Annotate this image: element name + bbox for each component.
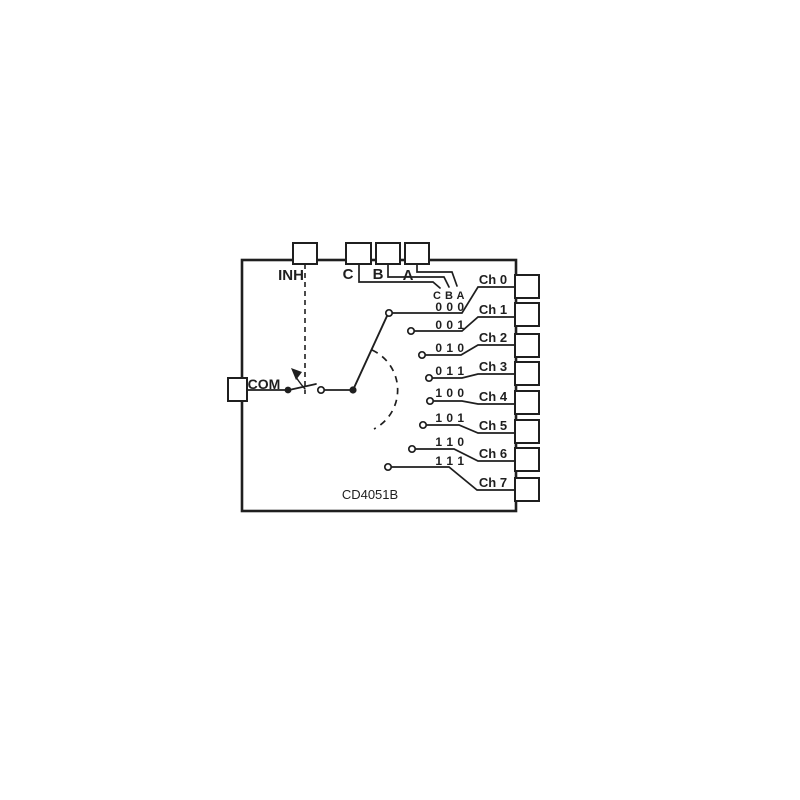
pin-b <box>375 242 401 265</box>
select-line-b-wire <box>387 263 450 288</box>
wiper-lever <box>352 315 388 391</box>
pin-com <box>227 377 248 402</box>
channel-5-contact <box>418 420 428 430</box>
channel-0-contact <box>384 308 394 318</box>
channel-3-pin <box>514 361 540 386</box>
channel-3-label: Ch 3 <box>479 359 507 374</box>
pin-a-label: A <box>403 267 414 284</box>
pivot-node-dot <box>349 386 357 394</box>
channel-2-pin <box>514 333 540 358</box>
channel-4-pin <box>514 390 540 415</box>
pin-a <box>404 242 430 265</box>
channel-4-code: 1 0 0 <box>435 386 464 400</box>
channel-2-wire <box>424 344 516 356</box>
channel-2-contact <box>417 350 427 360</box>
pin-c <box>345 242 372 265</box>
channel-0-label: Ch 0 <box>479 272 507 287</box>
channel-2-label: Ch 2 <box>479 330 507 345</box>
channel-5-wire <box>425 424 516 434</box>
channel-4-contact <box>425 396 435 406</box>
chip-body-outline <box>240 258 518 513</box>
channel-3-wire <box>431 373 516 379</box>
channel-6-label: Ch 6 <box>479 446 507 461</box>
rotation-arrow-icon <box>291 368 302 380</box>
channel-7-code: 1 1 1 <box>435 454 464 468</box>
channel-6-pin <box>514 447 540 472</box>
channel-0-wire <box>391 286 516 314</box>
channel-3-contact <box>424 373 434 383</box>
wiper-travel-arc <box>371 349 399 430</box>
select-lines-header: C B A <box>433 290 465 302</box>
pin-c-label: C <box>343 266 354 283</box>
channel-7-pin <box>514 477 540 502</box>
channel-6-contact <box>407 444 417 454</box>
channel-5-pin <box>514 419 540 444</box>
pin-com-label: COM <box>248 376 281 392</box>
channel-3-code: 0 1 1 <box>435 364 464 378</box>
channel-6-wire <box>414 448 516 462</box>
channel-1-contact <box>406 326 416 336</box>
open-contact-circle <box>316 385 326 395</box>
com-node-dot <box>284 386 292 394</box>
channel-1-label: Ch 1 <box>479 302 507 317</box>
pin-inh <box>292 242 318 265</box>
channel-4-wire <box>432 400 516 405</box>
channel-7-label: Ch 7 <box>479 475 507 490</box>
pin-b-label: B <box>373 266 384 283</box>
select-line-c-wire <box>358 263 441 289</box>
channel-4-label: Ch 4 <box>479 389 508 404</box>
channel-5-code: 1 0 1 <box>435 411 464 425</box>
channel-0-code: 0 0 0 <box>435 300 464 314</box>
channel-1-code: 0 0 1 <box>435 318 464 332</box>
pin-inh-label: INH <box>278 267 304 284</box>
select-line-a-wire <box>416 263 458 287</box>
channel-7-contact <box>383 462 393 472</box>
channel-7-wire <box>390 466 516 491</box>
part-number-label: CD4051B <box>342 487 398 502</box>
channel-1-wire <box>413 316 516 332</box>
channel-5-label: Ch 5 <box>479 418 507 433</box>
channel-2-code: 0 1 0 <box>435 341 464 355</box>
channel-0-pin <box>514 274 540 299</box>
channel-1-pin <box>514 302 540 327</box>
channel-6-code: 1 1 0 <box>435 435 464 449</box>
